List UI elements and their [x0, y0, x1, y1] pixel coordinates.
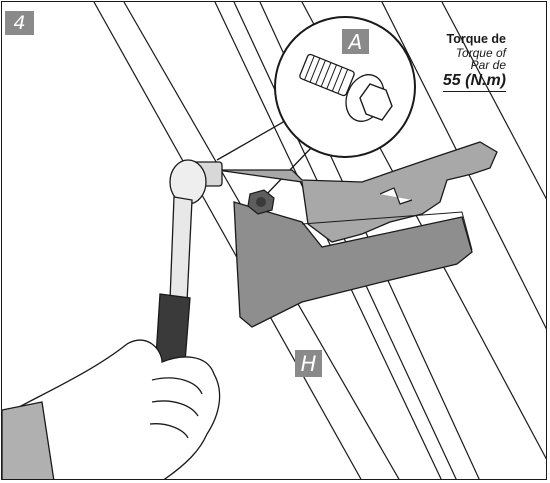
bracket-h — [216, 141, 498, 328]
torque-label-fr: Par de — [470, 58, 506, 73]
gloved-hand — [2, 339, 221, 479]
torque-value: 55 (N.m) — [442, 72, 506, 92]
bolt-a-icon — [299, 53, 393, 122]
callout-label-a: A — [342, 29, 369, 54]
zoom-circle — [274, 16, 416, 158]
step-number: 4 — [5, 11, 34, 35]
torque-label-en: Torque de — [446, 32, 507, 46]
torque-label-en2: Torque of — [455, 45, 506, 60]
callout-label-h: H — [295, 350, 322, 377]
torque-spec: Torque de Torque of Par de 55 (N.m) — [442, 32, 507, 92]
installed-bolt — [247, 189, 275, 215]
